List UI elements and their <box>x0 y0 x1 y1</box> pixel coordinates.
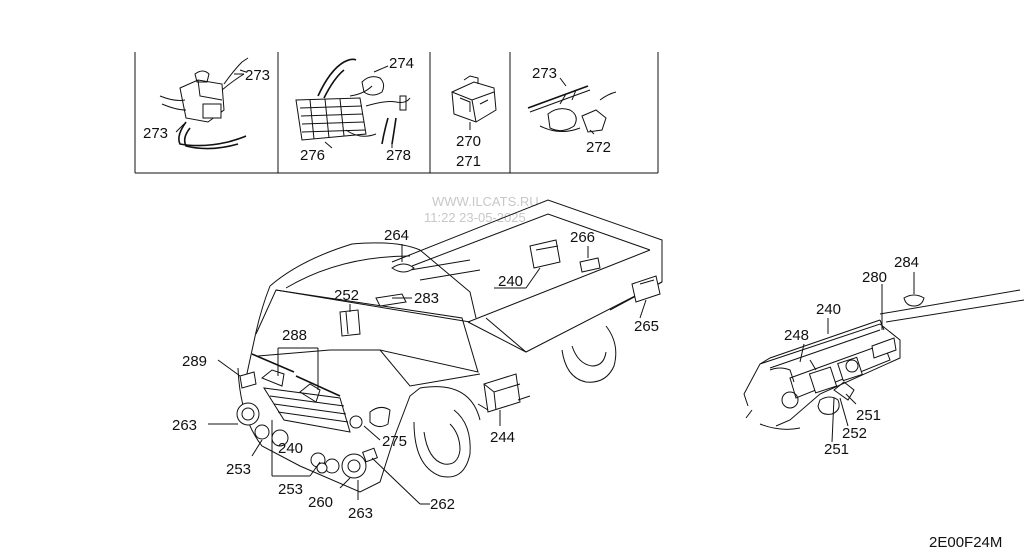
dashboard-label: 251 <box>856 407 881 424</box>
inset-label: 278 <box>386 147 411 164</box>
inset-label: 273 <box>143 125 168 142</box>
inset-frame <box>134 52 659 174</box>
inset-label: 274 <box>389 55 414 72</box>
watermark-site: WWW.ILCATS.RU <box>432 194 539 209</box>
inset-label: 273 <box>532 65 557 82</box>
main-leaders <box>208 244 647 505</box>
inset-washer-tank <box>159 57 249 150</box>
dashboard-label: 252 <box>842 425 867 442</box>
dashboard-label: 251 <box>824 441 849 458</box>
dashboard-label: 248 <box>784 327 809 344</box>
inset-wiper-linkage <box>527 85 617 133</box>
inset-label: 276 <box>300 147 325 164</box>
callout-label: 266 <box>570 229 595 246</box>
callout-label: 283 <box>414 290 439 307</box>
callout-label: 275 <box>382 433 407 450</box>
dashboard-detail <box>743 289 1024 430</box>
inset-label: 272 <box>586 139 611 156</box>
callout-label: 260 <box>308 494 333 511</box>
callout-label: 262 <box>430 496 455 513</box>
callout-label: 244 <box>490 429 515 446</box>
inset-label: 271 <box>456 153 481 170</box>
callout-label: 253 <box>226 461 251 478</box>
callout-label: 264 <box>384 227 409 244</box>
callout-label: 265 <box>634 318 659 335</box>
truck-drawing <box>236 199 663 493</box>
inset-radiator-harness <box>295 58 411 145</box>
callout-label: 263 <box>348 505 373 522</box>
callout-label: 252 <box>334 287 359 304</box>
callout-label: 289 <box>182 353 207 370</box>
callout-label: 263 <box>172 417 197 434</box>
callout-label: 253 <box>278 481 303 498</box>
dashboard-leaders <box>799 272 915 443</box>
diagram-code: 2E00F24M <box>929 534 1002 551</box>
watermark-timestamp: 11:22 23-05-2025 <box>424 210 526 225</box>
callout-label: 240 <box>498 273 523 290</box>
inset-label: 270 <box>456 133 481 150</box>
dashboard-label: 240 <box>816 301 841 318</box>
inset-bracket <box>451 75 497 123</box>
dashboard-label: 280 <box>862 269 887 286</box>
dashboard-label: 284 <box>894 254 919 271</box>
inset-label: 273 <box>245 67 270 84</box>
callout-label: 240 <box>278 440 303 457</box>
callout-label: 288 <box>282 327 307 344</box>
